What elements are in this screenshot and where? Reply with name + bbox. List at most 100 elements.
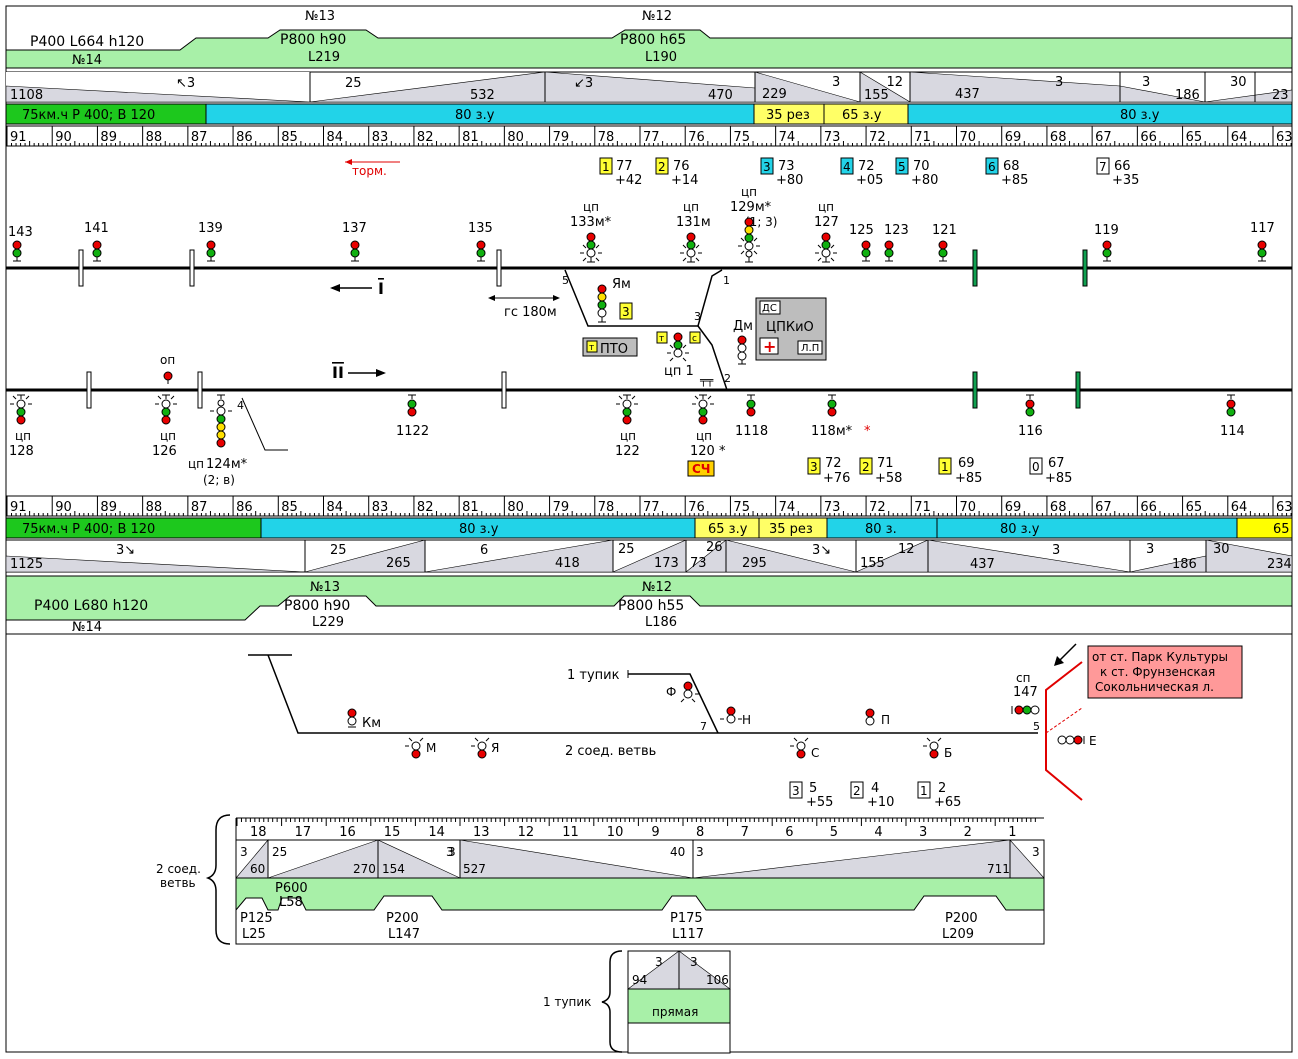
svg-text:P200: P200 xyxy=(945,911,978,926)
bottom-km-71: 71 xyxy=(914,500,931,515)
svg-text:69: 69 xyxy=(958,456,975,471)
bottom-km-77: 77 xyxy=(643,500,660,515)
svg-text:P600: P600 xyxy=(275,881,308,896)
branch-scale-10: 10 xyxy=(607,825,624,840)
brake-label: торм. xyxy=(352,164,387,178)
svg-text:122: 122 xyxy=(615,444,640,459)
bp-len-7: 437 xyxy=(970,557,995,572)
svg-text:P125: P125 xyxy=(240,911,273,926)
signal-cp-131m: цп 131м xyxy=(676,200,711,263)
svg-text:(1; 3): (1; 3) xyxy=(745,215,778,229)
branch-scale-8: 8 xyxy=(696,825,704,840)
svg-text:0: 0 xyxy=(1032,460,1040,474)
branch-scale-14: 14 xyxy=(428,825,445,840)
track1-signals: 143 141 139 137 135 125 123 121 119 117 xyxy=(8,221,1275,262)
signal-ya: Я xyxy=(471,737,499,759)
bot-curve14-num: №14 xyxy=(72,620,102,635)
svg-text:40: 40 xyxy=(670,845,685,859)
top-km-78: 78 xyxy=(598,130,615,145)
track-2: II 4 xyxy=(6,363,1292,451)
top-km-71: 71 xyxy=(914,130,931,145)
bottom-speed-band: 75км.ч Р 400; В 120 80 з.у 65 з.у 35 рез… xyxy=(5,517,1293,539)
signal-ym: Ям 3 xyxy=(597,277,633,323)
top-km-80: 80 xyxy=(507,130,524,145)
svg-text:117: 117 xyxy=(1250,221,1275,236)
signal-118m: 118м* * xyxy=(811,394,871,439)
svg-text:270: 270 xyxy=(353,862,376,876)
svg-text:147: 147 xyxy=(1013,685,1038,700)
svg-text:L209: L209 xyxy=(942,927,974,942)
svg-text:124м*: 124м* xyxy=(206,457,248,472)
svg-text:76: 76 xyxy=(673,159,690,174)
bot-curve14-params: P400 L680 h120 xyxy=(34,598,148,614)
bp-grade-2: 6 xyxy=(480,543,488,558)
bottom-km-87: 87 xyxy=(191,500,208,515)
top-km-90: 90 xyxy=(55,130,72,145)
signal-s: С xyxy=(790,737,819,760)
rail-mark: ╤╤ xyxy=(699,374,714,387)
branch-scale-12: 12 xyxy=(518,825,535,840)
svg-text:Дм: Дм xyxy=(733,319,753,334)
signal-141: 141 xyxy=(84,221,109,262)
svg-text:P175: P175 xyxy=(670,911,703,926)
tp-grade-4: 12 xyxy=(886,75,903,90)
bp-grade-1: 25 xyxy=(330,543,347,558)
svg-text:Я: Я xyxy=(491,741,499,755)
signal-116: 116 xyxy=(1018,394,1043,439)
svg-text:73: 73 xyxy=(778,159,795,174)
branch-scale-16: 16 xyxy=(339,825,356,840)
svg-text:2: 2 xyxy=(853,784,861,798)
svg-text:71: 71 xyxy=(877,456,894,471)
bp-grade-8: 3 xyxy=(1146,542,1154,557)
svg-text:+76: +76 xyxy=(823,471,850,486)
svg-text:цп: цп xyxy=(818,200,834,214)
signal-139: 139 xyxy=(198,221,223,262)
bottom-km-80: 80 xyxy=(507,500,524,515)
bottom-km-74: 74 xyxy=(779,500,796,515)
sw-3: 3 xyxy=(694,310,701,323)
branch-scale-7: 7 xyxy=(741,825,749,840)
brake-marker: торм. xyxy=(345,159,400,178)
branch-scale-2: 2 xyxy=(964,825,972,840)
svg-text:3: 3 xyxy=(240,845,248,859)
svg-text:5: 5 xyxy=(809,781,817,796)
tp-grade-1: 25 xyxy=(345,76,362,91)
track2-signals: цп 128 цп 126 цп 124м* (2; в) 1122 xyxy=(9,394,1245,487)
svg-text:+42: +42 xyxy=(615,173,642,188)
svg-text:1: 1 xyxy=(602,160,610,174)
branch-scale-13: 13 xyxy=(473,825,490,840)
bp-len-8: 186 xyxy=(1172,557,1197,572)
svg-text:цп: цп xyxy=(188,457,204,471)
tp-len-5: 437 xyxy=(955,87,980,102)
bottom-km-69: 69 xyxy=(1005,500,1022,515)
bottom-km-88: 88 xyxy=(146,500,163,515)
signal-cp-126: цп 126 xyxy=(152,394,177,459)
top-km-70: 70 xyxy=(960,130,977,145)
top-km-68: 68 xyxy=(1050,130,1067,145)
top-km-79: 79 xyxy=(553,130,570,145)
svg-text:129м*: 129м* xyxy=(730,200,772,215)
svg-text:+35: +35 xyxy=(1112,173,1139,188)
bot-curve13-params: P800 h90 xyxy=(284,598,350,614)
signal-op: оп xyxy=(160,353,175,384)
ts-1: 80 з.у xyxy=(455,108,495,123)
branch-scale-3: 3 xyxy=(919,825,927,840)
signal-cp-127: цп 127 xyxy=(814,200,839,263)
top-km-87: 87 xyxy=(191,130,208,145)
bp-grade-5: 3↘ xyxy=(812,543,831,558)
bs-6: 65 xyxy=(1273,522,1290,537)
bp-grade-7: 3 xyxy=(1052,543,1060,558)
svg-text:68: 68 xyxy=(1003,159,1020,174)
cpkio-building: ДС ЦПКиО + Л.П xyxy=(755,297,827,361)
svg-text:С: С xyxy=(811,746,819,760)
bottom-km-65: 65 xyxy=(1186,500,1203,515)
svg-text:ДС: ДС xyxy=(762,303,777,314)
bottom-km-84: 84 xyxy=(327,500,344,515)
bottom-km-75: 75 xyxy=(733,500,750,515)
picket-2: 2 76 +14 xyxy=(655,157,698,188)
svg-text:5: 5 xyxy=(898,160,906,174)
bp-grade-4: 26 xyxy=(706,540,723,555)
bs-4: 80 з. xyxy=(865,522,897,537)
svg-text:ЦПКиО: ЦПКиО xyxy=(766,320,814,335)
